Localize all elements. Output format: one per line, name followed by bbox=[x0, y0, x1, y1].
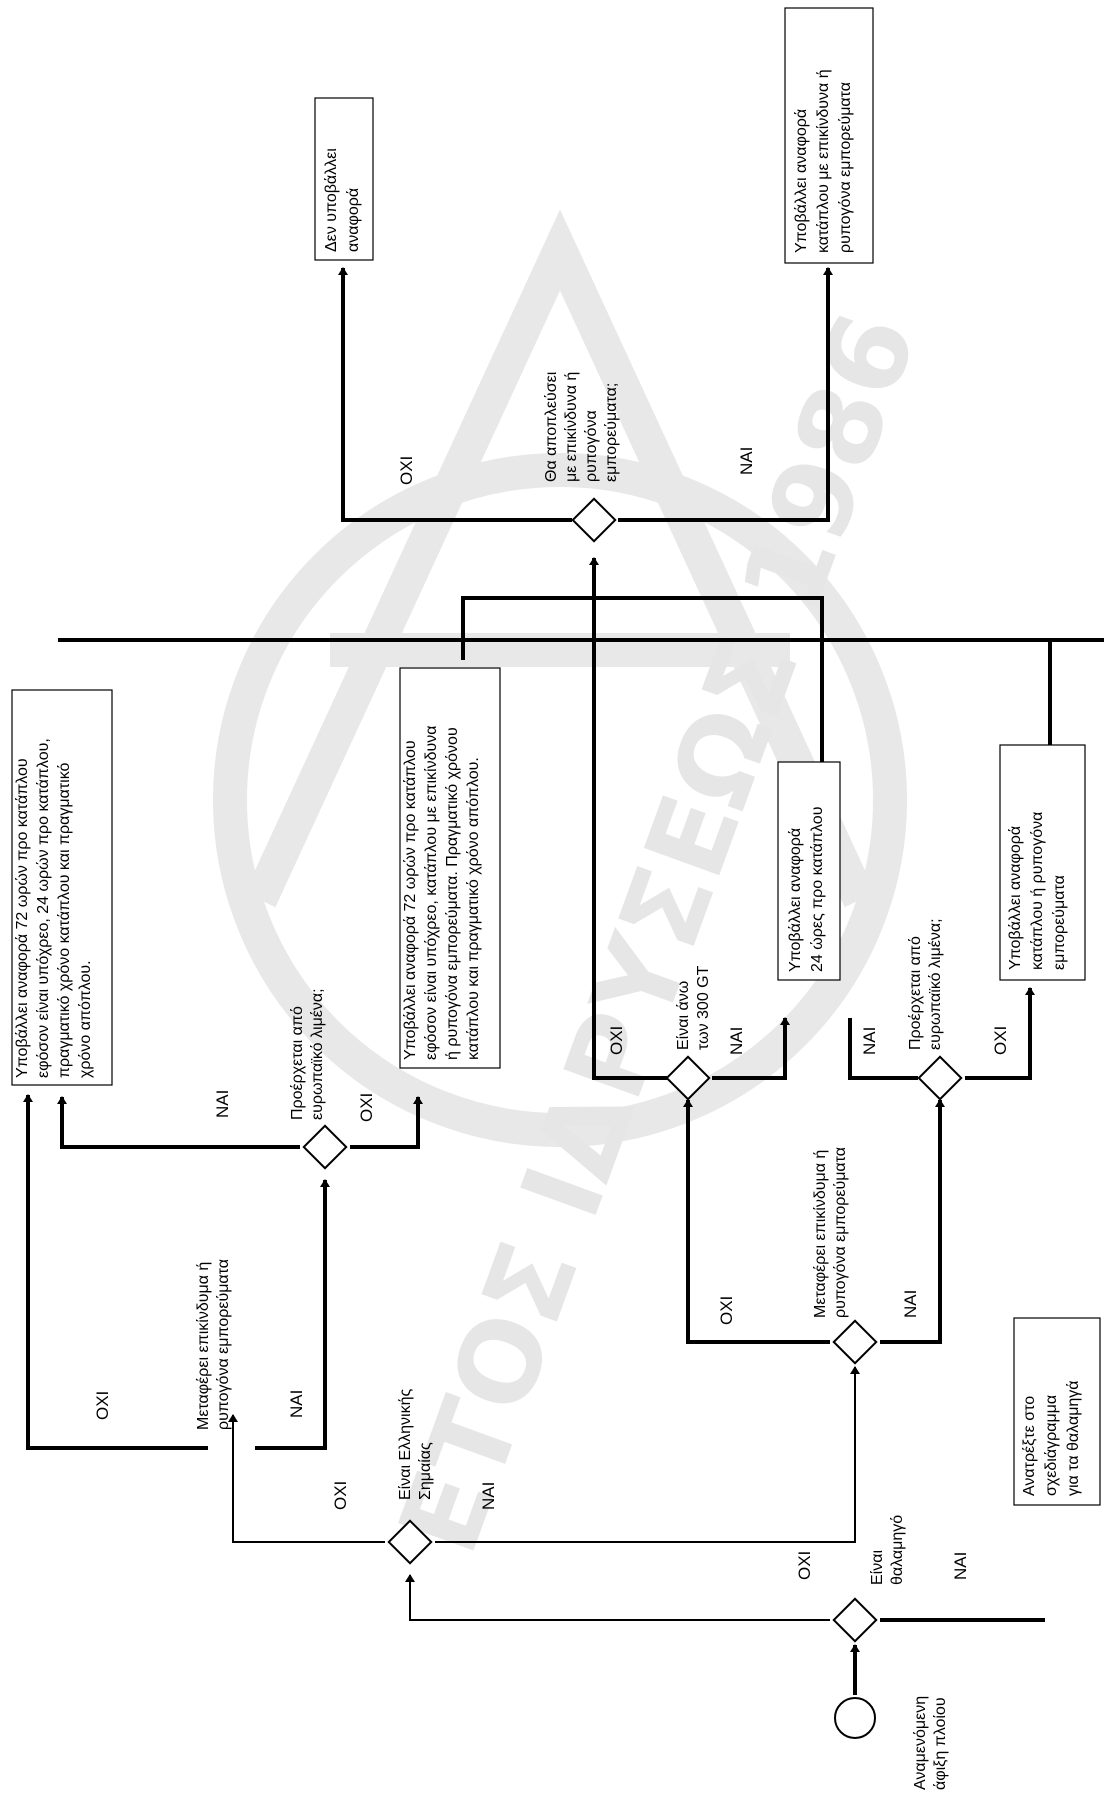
decision-departure bbox=[571, 497, 617, 543]
label-no-greek-flag: ΟΧΙ bbox=[331, 1481, 350, 1510]
label-yes-eu-port-left: ΝΑΙ bbox=[213, 1090, 232, 1118]
start-label: Αναμενόμενη άφιξη πλοίου bbox=[912, 1691, 949, 1790]
box-report-arrival-dangerous: Υποβάλλει αναφορά κατάπλου με επικίνδυνα… bbox=[784, 7, 874, 264]
label-no-is-fishing: ΟΧΙ bbox=[795, 1551, 814, 1580]
decision-greek-flag bbox=[387, 1519, 433, 1565]
box-refer-fishing: Ανατρέξτε στο σχεδιάγραμμα για τα θαλαμη… bbox=[1013, 1317, 1101, 1506]
box-no-report-text: Δεν υποβάλλει αναφορά bbox=[323, 144, 362, 252]
decision-departure-label: Θα αποπλεύσει με επικίνδυνα ή ρυπογόνα ε… bbox=[543, 367, 620, 482]
box-report-24-text: Υποβάλλει αναφορά 24 ώρες προ κατάπλου bbox=[787, 807, 826, 972]
label-no-dangerous-left: ΟΧΙ bbox=[93, 1391, 112, 1420]
decision-dangerous-right-label: Μεταφέρει επικίνδυμα ή ρυπογόνα εμπορεύμ… bbox=[812, 1145, 849, 1318]
decision-greek-flag-label: Είναι Ελληνικής Σημαίας bbox=[397, 1384, 434, 1500]
decision-over-300 bbox=[665, 1055, 711, 1101]
label-no-over-300: ΟΧΙ bbox=[607, 1026, 626, 1055]
box-report-72-dangerous: Υποβάλλει αναφορά 72 ωρών προ κατάπλου ε… bbox=[399, 667, 501, 1069]
decision-dangerous-left-label: Μεταφέρει επικίνδυμα ή ρυπογόνα εμπορεύμ… bbox=[195, 1257, 232, 1430]
box-report-72-dangerous-text: Υποβάλλει αναφορά 72 ωρών προ κατάπλου ε… bbox=[402, 721, 482, 1060]
decision-dangerous-right bbox=[832, 1319, 878, 1365]
decision-eu-port-left bbox=[302, 1124, 348, 1170]
label-no-eu-port-right: ΟΧΙ bbox=[991, 1026, 1010, 1055]
label-yes-eu-port-right: ΝΑΙ bbox=[860, 1027, 879, 1055]
box-report-arrival-polluting-text: Υποβάλλει αναφορά κατάπλου ή ρυπογόνα εμ… bbox=[1007, 807, 1068, 970]
box-report-arrival-polluting: Υποβάλλει αναφορά κατάπλου ή ρυπογόνα εμ… bbox=[999, 744, 1086, 981]
label-no-dangerous-right: ΟΧΙ bbox=[717, 1296, 736, 1325]
decision-eu-port-left-label: Προέρχεται από ευρωπαϊκό λιμένα; bbox=[289, 988, 326, 1120]
decision-eu-port-right bbox=[917, 1055, 963, 1101]
label-yes-dangerous-right: ΝΑΙ bbox=[901, 1290, 920, 1318]
box-report-24: Υποβάλλει αναφορά 24 ώρες προ κατάπλου bbox=[777, 761, 841, 981]
label-yes-over-300: ΝΑΙ bbox=[727, 1027, 746, 1055]
shield-emblem bbox=[213, 209, 907, 1147]
branch-labels: ΟΧΙ ΝΑΙ ΟΧΙ ΝΑΙ ΟΧΙ ΝΑΙ ΝΑΙ ΟΧΙ ΟΧΙ ΝΑΙ … bbox=[93, 447, 1010, 1580]
box-report-arrival-dangerous-text: Υποβάλλει αναφορά κατάπλου με επικίνδυνα… bbox=[793, 65, 854, 253]
decision-is-fishing bbox=[832, 1597, 878, 1643]
label-no-eu-port-left: ΟΧΙ bbox=[357, 1093, 376, 1122]
label-yes-dangerous-left: ΝΑΙ bbox=[287, 1390, 306, 1418]
decision-over-300-label: Είναι άνω των 300 GT bbox=[675, 965, 712, 1050]
box-no-report: Δεν υποβάλλει αναφορά bbox=[314, 97, 374, 261]
decision-is-fishing-label: Είναι θαλαμηγό bbox=[869, 1515, 906, 1585]
label-yes-departure: ΝΑΙ bbox=[737, 447, 756, 475]
decision-eu-port-right-label: Προέρχεται από ευρωπαϊκό λιμένα; bbox=[907, 918, 944, 1050]
box-refer-fishing-text: Ανατρέξτε στο σχεδιάγραμμα για τα θαλαμη… bbox=[1021, 1380, 1082, 1496]
label-yes-greek-flag: ΝΑΙ bbox=[479, 1482, 498, 1510]
box-report-72-top-text: Υποβάλλει αναφορά 72 ωρών προ κατάπλου ε… bbox=[14, 734, 94, 1078]
label-no-departure: ΟΧΙ bbox=[397, 456, 416, 485]
connectors bbox=[23, 267, 1104, 1695]
box-report-72-top: Υποβάλλει αναφορά 72 ωρών προ κατάπλου ε… bbox=[11, 689, 113, 1086]
label-yes-is-fishing: ΝΑΙ bbox=[951, 1552, 970, 1580]
circle-start-icon bbox=[834, 1697, 876, 1739]
